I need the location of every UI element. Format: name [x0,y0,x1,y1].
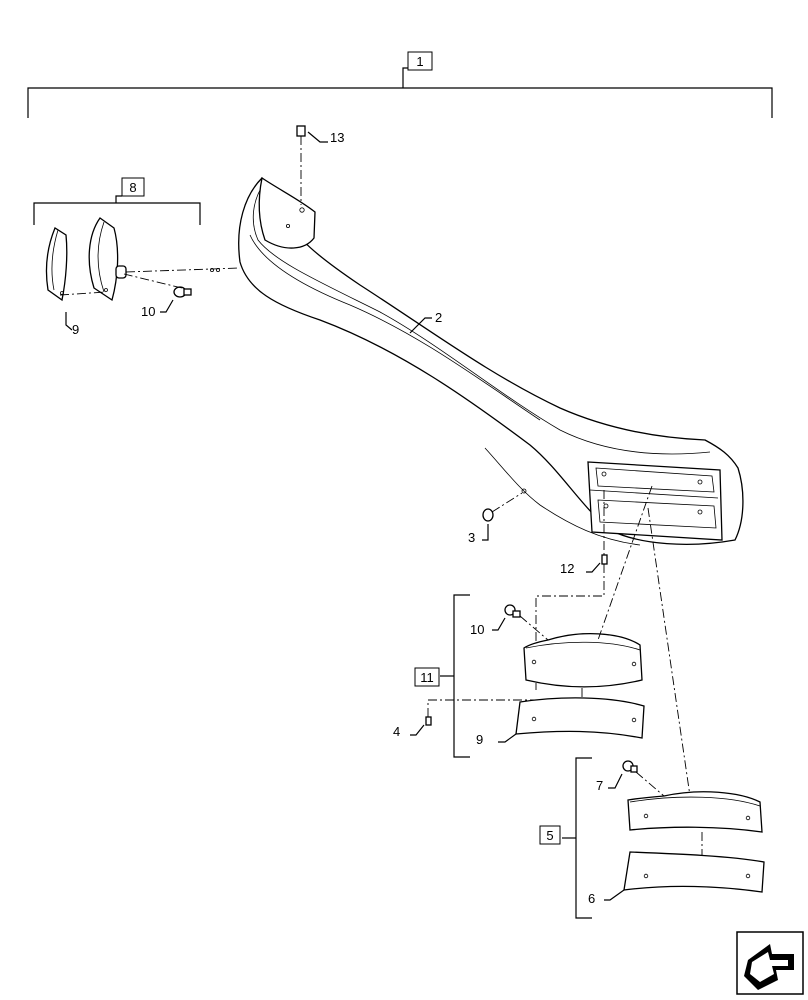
screw-part-3: 3 [468,492,523,545]
callout-8[interactable]: 8 [129,180,136,195]
callout-5[interactable]: 5 [546,828,553,843]
callout-10-left[interactable]: 10 [141,304,155,319]
hood-part-2: 2 [238,176,744,546]
bulb-part-10-mid: 10 [470,604,549,641]
callout-10-mid[interactable]: 10 [470,622,484,637]
callout-2[interactable]: 2 [435,310,442,325]
assembly-bracket-1: 1 [27,51,773,118]
lens-part-9-mid: 9 [476,688,645,747]
callout-13[interactable]: 13 [330,130,344,145]
callout-3[interactable]: 3 [468,530,475,545]
callout-6[interactable]: 6 [588,891,595,906]
lens-part-6: 6 [588,851,765,906]
light-housing-mid [523,633,643,688]
lens-part-9-left: 9 [45,217,241,337]
subassembly-bracket-8: 8 [33,177,201,225]
centerline-a [597,485,653,641]
subassembly-bracket-11: 11 [414,594,470,758]
centerline-b [647,507,691,797]
screw-part-13: 13 [296,125,344,205]
callout-7[interactable]: 7 [596,778,603,793]
callout-9-mid[interactable]: 9 [476,732,483,747]
bulb-part-10-left: 10 [123,273,192,319]
light-housing-5 [627,791,763,860]
subassembly-bracket-5: 5 [539,757,592,919]
bulb-part-7: 7 [596,760,665,797]
screw-part-4: 4 [393,699,534,739]
callout-4[interactable]: 4 [393,724,400,739]
callout-1[interactable]: 1 [416,54,423,69]
screw-part-12: 12 [535,490,608,690]
callout-9-left[interactable]: 9 [72,322,79,337]
next-page-arrow-icon[interactable] [736,931,804,995]
callout-12[interactable]: 12 [560,561,574,576]
callout-11[interactable]: 11 [420,670,434,685]
